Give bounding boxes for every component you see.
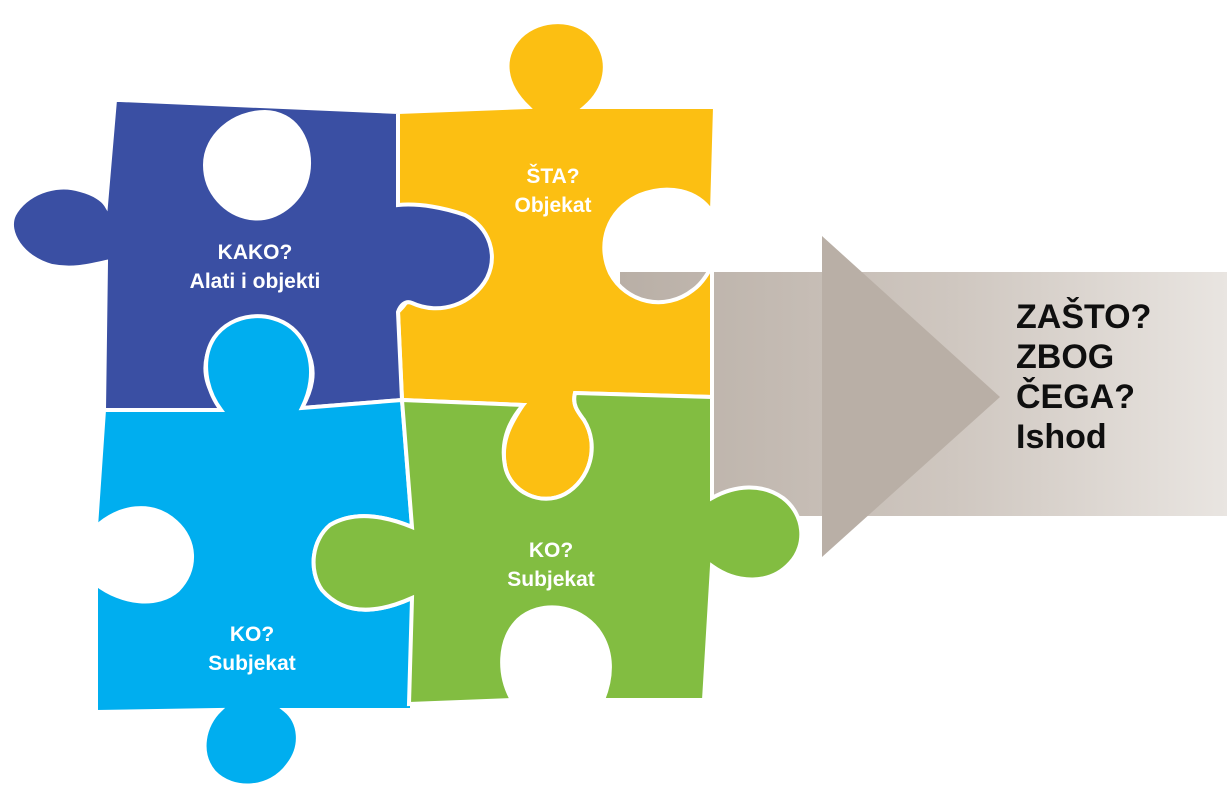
label-ko-right-subtitle: Subjekat: [507, 568, 595, 591]
puzzle-piece-ko-right: [311, 390, 804, 707]
label-kako-subtitle: Alati i objekti: [189, 270, 321, 293]
outcome-line-2: ZBOG: [1016, 338, 1115, 376]
label-sta-title: ŠTA?: [526, 165, 580, 188]
outcome-line-1: ZAŠTO?: [1016, 298, 1152, 336]
label-ko-right: KO? Subjekat: [507, 536, 595, 594]
outcome-arrow: [620, 236, 1227, 557]
label-ko-left-title: KO?: [229, 623, 275, 646]
label-sta-subtitle: Objekat: [514, 194, 592, 217]
outcome-line-3: ČEGA?: [1016, 378, 1135, 416]
label-ko-left-subtitle: Subjekat: [208, 652, 296, 675]
outcome-line-4: Ishod: [1016, 418, 1107, 456]
arrow-head: [822, 236, 1000, 557]
label-kako-title: KAKO?: [217, 241, 293, 264]
label-ko-left: KO? Subjekat: [208, 620, 296, 678]
label-sta: ŠTA? Objekat: [514, 162, 591, 220]
label-ko-right-title: KO?: [528, 539, 574, 562]
outcome-label: ZAŠTO? ZBOG ČEGA? Ishod: [1016, 297, 1216, 457]
label-kako: KAKO? Alati i objekti: [190, 238, 321, 296]
